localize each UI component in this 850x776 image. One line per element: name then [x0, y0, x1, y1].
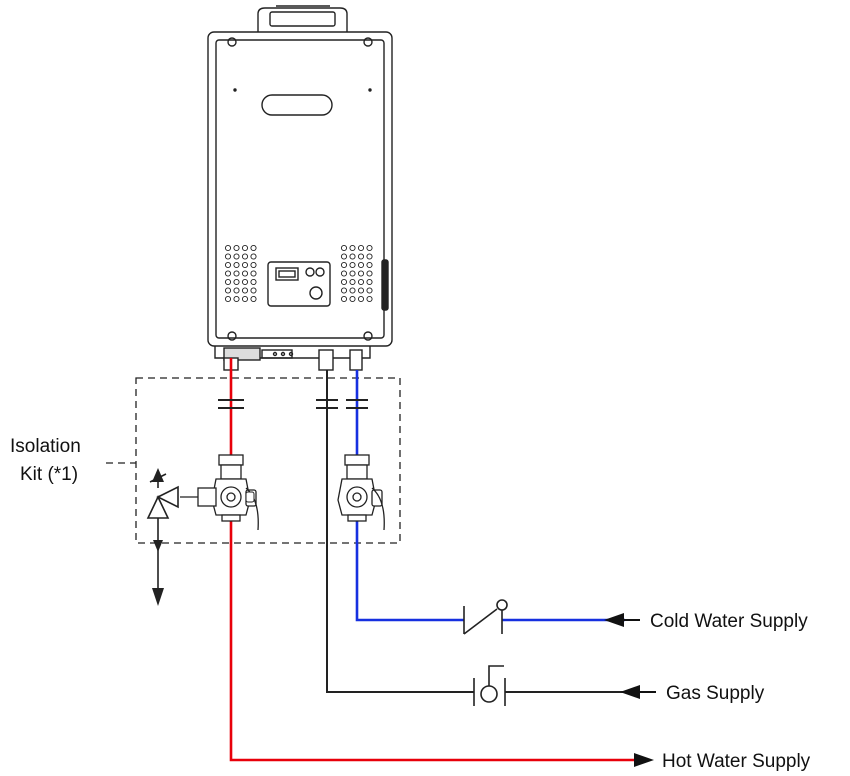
vent-hole [349, 261, 356, 269]
vent-hole [233, 244, 240, 252]
isolation-kit-label-line1: Isolation [10, 436, 81, 457]
vent-hole [241, 278, 249, 286]
hot-isolation-valve [180, 454, 259, 531]
cold-inlet-fitting [349, 349, 363, 371]
display-screen [275, 267, 299, 281]
relief-mid-arrow [153, 540, 163, 552]
vent-hole [233, 278, 240, 286]
vent-hole [366, 278, 373, 286]
vent-hole [233, 295, 240, 303]
vent-hole [340, 261, 348, 269]
vent-hole [366, 261, 373, 269]
vent-hole [366, 270, 373, 277]
hot-valve-drain-handle [245, 491, 255, 503]
gas-inlet-fitting [318, 349, 334, 371]
hot-water-supply-label: Hot Water Supply [662, 751, 811, 772]
vent-hole [250, 278, 257, 286]
vent-hole [250, 244, 257, 252]
hot-water-pipe [229, 358, 640, 762]
vent-hole [366, 253, 373, 260]
vent-hole [349, 287, 356, 294]
isolation-kit-label-line2: Kit (*1) [20, 464, 78, 485]
vent-hole [224, 278, 232, 286]
vent-hole [250, 295, 257, 303]
vent-hole [250, 261, 257, 269]
vent-hole [224, 295, 232, 303]
vent-hole [224, 287, 232, 294]
vent-hole [241, 244, 249, 252]
vent-hole [340, 287, 348, 294]
cold-isolation-valve [337, 454, 385, 531]
vent-hole [224, 261, 232, 269]
vent-hole [340, 270, 348, 277]
relief-discharge-arrow [152, 588, 164, 606]
vent-hole [241, 295, 249, 303]
vent-hole [357, 244, 365, 252]
vent-hole [241, 270, 249, 277]
vent-hole [357, 295, 365, 303]
vent-hole [241, 287, 249, 294]
vent-hole [250, 253, 257, 260]
vent-hole [224, 253, 232, 260]
vent-hole [366, 287, 373, 294]
hot-supply-arrow [634, 753, 654, 767]
vent-hole [233, 261, 240, 269]
gas-supply-label: Gas Supply [666, 683, 765, 704]
water-heater-unit [207, 5, 393, 371]
heater-cabinet [207, 31, 393, 347]
cold-water-pipe [355, 370, 625, 622]
cold-water-supply-label: Cold Water Supply [650, 611, 808, 632]
vent-hole [366, 244, 373, 252]
gas-supply-arrow [620, 685, 640, 699]
vent-hole [357, 261, 365, 269]
gas-pipe [326, 370, 640, 693]
vent-hole [224, 270, 232, 277]
vent-hole [357, 253, 365, 260]
cold-supply-arrow [604, 613, 624, 627]
vent-hole [250, 270, 257, 277]
vent-hole [349, 295, 356, 303]
isolation-kit-box [135, 377, 401, 544]
vent-hole [357, 278, 365, 286]
vent-collar [257, 7, 348, 36]
vent-hole [340, 253, 348, 260]
vent-hole [241, 261, 249, 269]
vent-hole [233, 270, 240, 277]
vent-hole [233, 253, 240, 260]
vent-hole [224, 244, 232, 252]
vent-hole [357, 287, 365, 294]
vent-hole [340, 244, 348, 252]
vent-hole [349, 244, 356, 252]
relief-up-arrow [152, 468, 164, 482]
pressure-relief-valve [146, 473, 179, 598]
vent-hole [233, 287, 240, 294]
vent-hole [340, 278, 348, 286]
vent-hole [340, 295, 348, 303]
vent-hole [250, 287, 257, 294]
cold-check-valve [463, 599, 508, 635]
vent-hole [357, 270, 365, 277]
logo-slot [261, 94, 333, 116]
vent-hole [349, 270, 356, 277]
gas-shutoff-valve [473, 665, 506, 706]
control-panel [267, 261, 331, 307]
vent-hole [241, 253, 249, 260]
vent-hole [349, 253, 356, 260]
pipe-unions [218, 399, 368, 409]
vent-hole [366, 295, 373, 303]
vent-holes [224, 244, 373, 303]
vent-hole [349, 278, 356, 286]
